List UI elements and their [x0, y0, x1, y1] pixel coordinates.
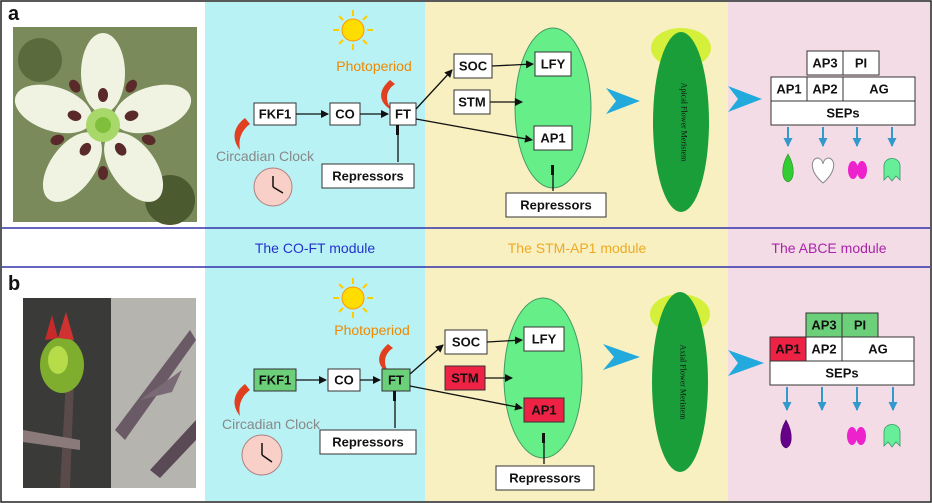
organ-arrows-b — [782, 387, 898, 411]
module-title-co-ft: The CO-FT module — [255, 240, 376, 256]
ap1-box — [533, 125, 573, 151]
chevron-arrow-icon — [606, 88, 640, 114]
chevron-arrow-icon — [603, 344, 640, 370]
seps-label-b: SEPs — [825, 366, 858, 381]
co-label: CO — [335, 107, 355, 122]
module-title-abce: The ABCE module — [771, 240, 886, 256]
soc-label-b: SOC — [452, 335, 481, 350]
module-title-stm-ap1: The STM-AP1 module — [508, 240, 647, 256]
repressors-box-ap1 — [505, 192, 607, 218]
arrow-ft-ap1 — [415, 118, 533, 143]
co-label-b: CO — [334, 373, 354, 388]
fkf1-label-b: FKF1 — [259, 373, 292, 388]
ft-label-b: FT — [388, 373, 404, 388]
clock-icon — [253, 167, 293, 207]
carpel-icon — [883, 158, 901, 182]
seps-box-b — [769, 360, 915, 386]
meristem-b-label: Axial Flower Meristem — [679, 344, 688, 420]
lfy-box — [534, 51, 572, 77]
lfy-box-b — [523, 326, 565, 352]
ag-box-b — [841, 336, 915, 362]
clock-icon — [241, 434, 283, 476]
repressors-label-b: Repressors — [332, 435, 404, 450]
ap1-abce-label: AP1 — [776, 82, 801, 97]
ap1-abce-box — [770, 76, 808, 102]
meristem-a-label: Apical Flower Meristem — [680, 83, 689, 162]
ft-box-b — [381, 368, 411, 392]
repressors-label: Repressors — [332, 169, 404, 184]
lfy-label-b: LFY — [532, 332, 557, 347]
ft-label: FT — [395, 107, 411, 122]
ap1-box-b — [523, 397, 565, 423]
stm-label: STM — [458, 95, 485, 110]
soc-label: SOC — [459, 59, 488, 74]
chevron-arrow-icon — [728, 350, 764, 376]
repressors-ap1-label: Repressors — [520, 198, 592, 213]
arrow-ft-soc-b — [409, 344, 444, 375]
sun-icon — [333, 10, 373, 50]
pi-box — [842, 50, 880, 76]
sepal-icon — [782, 153, 794, 183]
stm-box-b — [444, 365, 486, 391]
ap1-label: AP1 — [540, 131, 565, 146]
photoperiod-label-b: Photoperiod — [334, 322, 410, 338]
chevron-arrow-icon — [728, 86, 762, 112]
stm-ap1-ellipse-b — [503, 297, 583, 459]
red-arrow-icon — [234, 384, 250, 416]
ap2-box-b — [805, 336, 843, 362]
stamen-icon — [848, 161, 867, 179]
soc-box — [453, 53, 493, 79]
red-arrow-icon — [234, 118, 250, 150]
repressors-ap1-label-b: Repressors — [509, 471, 581, 486]
meristem-a: Apical Flower Meristem — [651, 28, 711, 212]
arrow-soc-lfy-b — [486, 336, 523, 345]
organ-arrows-a — [783, 127, 897, 147]
stm-label-b: STM — [451, 371, 478, 386]
repressors-box-ap1-b — [495, 465, 595, 491]
bud-photo-b — [23, 298, 196, 488]
seps-box — [770, 100, 916, 126]
repressors-box-ft — [321, 163, 415, 189]
ag-label-b: AG — [868, 342, 888, 357]
circadian-clock-label: Circadian Clock — [216, 148, 315, 164]
pi-label-b: PI — [854, 318, 866, 333]
pi-label: PI — [855, 56, 867, 71]
petal-icon — [811, 157, 835, 184]
ap3-label-b: AP3 — [811, 318, 836, 333]
arrow-soc-lfy — [491, 60, 534, 69]
fkf1-label: FKF1 — [259, 107, 292, 122]
ap1-label-b: AP1 — [531, 403, 556, 418]
seps-label: SEPs — [826, 106, 859, 121]
ap2-label: AP2 — [812, 82, 837, 97]
arrow-ft-soc — [415, 69, 453, 110]
stm-box — [453, 89, 491, 115]
ft-box — [389, 102, 417, 126]
ag-label: AG — [869, 82, 889, 97]
red-arrow-icon — [381, 80, 395, 110]
panel-letter-b: b — [8, 273, 20, 295]
ap3-label: AP3 — [812, 56, 837, 71]
ap1-abce-label-b: AP1 — [775, 342, 800, 357]
photoperiod-label: Photoperiod — [336, 58, 412, 74]
circadian-clock-label-b: Circadian Clock — [222, 416, 321, 432]
repressors-box-ft-b — [319, 429, 417, 455]
sun-icon — [333, 278, 373, 318]
panel-letter-a: a — [8, 3, 20, 25]
arrow-ft-ap1-b — [409, 385, 523, 411]
carpel-icon — [883, 424, 901, 448]
sepal-icon — [780, 419, 792, 449]
stamen-icon — [847, 427, 866, 445]
meristem-b: Axial Flower Meristem — [650, 292, 710, 472]
lfy-label: LFY — [541, 57, 566, 72]
ap3-box — [806, 50, 844, 76]
ap2-label-b: AP2 — [811, 342, 836, 357]
flower-photo-a — [13, 27, 197, 225]
ap1-abce-box-b — [769, 336, 807, 362]
red-arrow-icon — [379, 344, 393, 374]
